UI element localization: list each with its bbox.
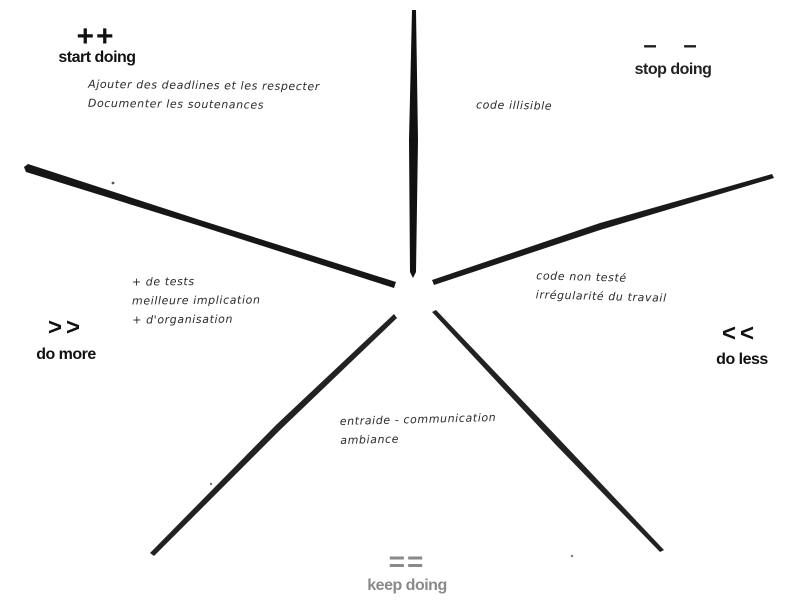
keep-doing-title: keep doing: [367, 577, 447, 594]
divider-line-lower-left: [150, 314, 397, 556]
do-more-notes[interactable]: + de tests meilleure implication + d'org…: [132, 271, 261, 329]
note-item: Documenter les soutenances: [87, 96, 265, 112]
start-doing-title: start doing: [58, 49, 136, 66]
do-more-symbol: >>: [47, 314, 85, 341]
do-less-title: do less: [716, 351, 768, 368]
note-item: code illisible: [475, 98, 553, 113]
note-item: + d'organisation: [132, 312, 234, 327]
stop-doing-notes[interactable]: code illisible: [476, 95, 553, 115]
do-less-symbol: <<: [721, 320, 759, 347]
keep-doing-symbol: ==: [388, 546, 426, 577]
do-less-notes[interactable]: code non testé irrégularité du travail: [536, 266, 668, 307]
note-item: + de tests: [131, 275, 195, 289]
stop-doing-symbol: – –: [643, 32, 707, 59]
start-doing-notes[interactable]: Ajouter des deadlines et les respecter D…: [88, 75, 320, 115]
do-more-title: do more: [36, 346, 96, 363]
divider-line-upper-left: [24, 164, 396, 288]
start-doing-symbol: ++: [76, 20, 116, 53]
note-item: meilleure implication: [131, 293, 261, 308]
ink-speck: [111, 181, 115, 185]
note-item: irrégularité du travail: [535, 288, 667, 305]
keep-doing-notes[interactable]: entraide - communication ambiance: [340, 408, 498, 450]
divider-line-top: [409, 10, 418, 278]
divider-line-upper-right: [432, 174, 774, 285]
stop-doing-title: stop doing: [634, 61, 712, 78]
ink-speck: [209, 482, 213, 486]
note-item: Ajouter des deadlines et les respecter: [88, 77, 320, 94]
divider-line-lower-right: [432, 310, 664, 552]
ink-speck: [570, 554, 574, 558]
